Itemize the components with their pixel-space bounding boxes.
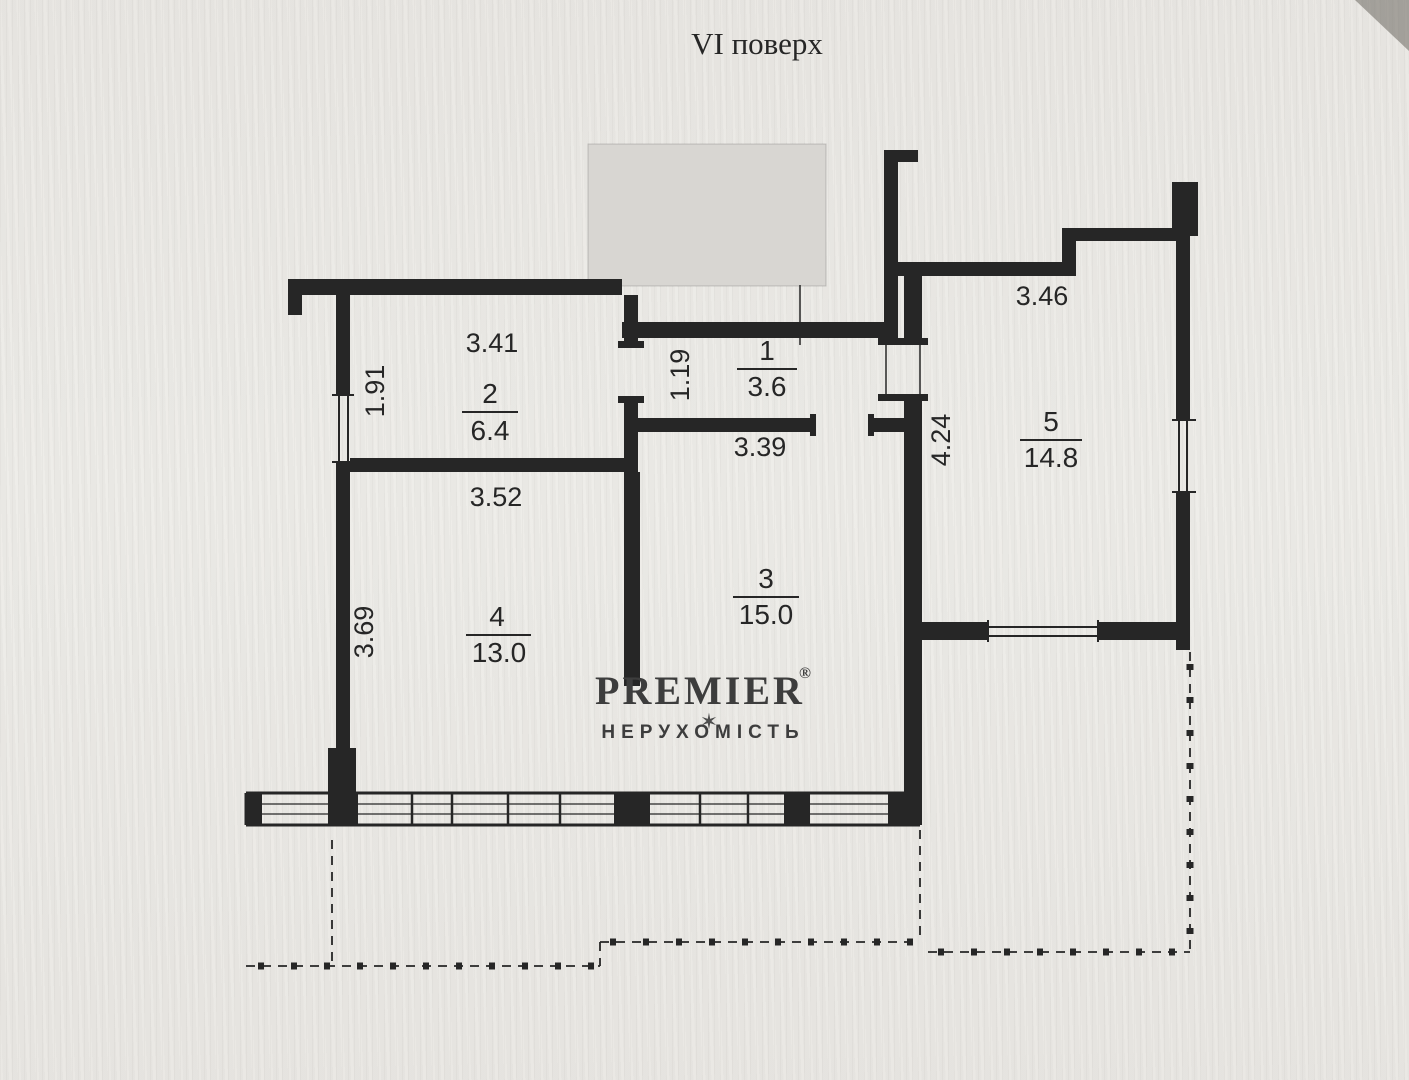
wall-segment	[288, 279, 622, 295]
wall-segment	[884, 150, 898, 338]
wall-pier	[614, 793, 650, 825]
room-area: 3.6	[748, 371, 787, 402]
wall-segment	[1176, 492, 1190, 650]
page-title: VI поверх	[691, 26, 823, 61]
wall-segment	[904, 276, 922, 338]
dim-room5-height: 4.24	[926, 414, 956, 467]
room-number: 2	[482, 378, 498, 409]
wall-segment	[336, 295, 350, 395]
wall-pier	[888, 793, 922, 825]
wall-segment	[624, 472, 640, 686]
dim-room4-height: 3.69	[349, 606, 379, 659]
dim-room2-height: 1.91	[360, 365, 390, 418]
wall-segment	[336, 462, 350, 793]
wall-segment	[1098, 622, 1190, 640]
door-jamb	[878, 394, 928, 401]
wall-segment	[884, 150, 918, 162]
wall-segment	[904, 401, 922, 793]
wall-segment	[1176, 232, 1190, 420]
room-area: 15.0	[739, 599, 794, 630]
room-label-1: 1 3.6	[737, 335, 797, 402]
watermark-brand: PREMIER	[595, 668, 805, 713]
room-area: 13.0	[472, 637, 527, 668]
wall-pier	[784, 793, 810, 825]
wall-segment	[624, 295, 638, 347]
room-label-3: 3 15.0	[733, 563, 799, 630]
door-jamb	[810, 414, 816, 436]
dim-room5-width: 3.46	[1016, 281, 1069, 311]
watermark-star-icon: ✶	[700, 709, 718, 734]
door-jamb	[618, 396, 644, 403]
dim-room1-height: 1.19	[665, 349, 695, 402]
room-number: 3	[758, 563, 774, 594]
door-jamb	[878, 338, 928, 345]
wall-segment	[896, 262, 1076, 276]
wall-segment	[350, 458, 638, 472]
wall-pier	[246, 793, 262, 825]
bottom-window-wall	[244, 791, 922, 827]
terrace-outline	[246, 652, 1194, 970]
room-area: 14.8	[1024, 442, 1079, 473]
wall-segment	[288, 279, 302, 315]
watermark-subtitle: НЕРУХОМІСТЬ	[601, 722, 804, 743]
wall-segment	[622, 322, 898, 338]
wall-segment	[1172, 182, 1198, 236]
dim-room3-width: 3.39	[734, 432, 787, 462]
wall-pier	[328, 793, 358, 825]
redaction-box	[587, 143, 827, 287]
room-area: 6.4	[471, 415, 510, 446]
wall-segment	[1062, 228, 1190, 241]
wall-segment	[922, 622, 988, 640]
room-label-2: 2 6.4	[462, 378, 518, 446]
wall-segment	[638, 418, 814, 432]
dim-room2-width: 3.41	[466, 328, 519, 358]
room-number: 1	[759, 335, 775, 366]
window-symbol	[1172, 419, 1196, 493]
room-number: 4	[489, 601, 505, 632]
door-jamb	[868, 414, 874, 436]
wall-pier	[328, 748, 356, 793]
wall-segment	[624, 403, 638, 472]
window-symbol	[987, 620, 1099, 642]
room-number: 5	[1043, 406, 1059, 437]
door-jamb	[618, 341, 644, 348]
room-label-5: 5 14.8	[1020, 406, 1082, 473]
watermark: ✶ PREMIER ® НЕРУХОМІСТЬ	[595, 665, 811, 743]
dim-room4-width: 3.52	[470, 482, 523, 512]
room-label-4: 4 13.0	[466, 601, 531, 668]
walls	[288, 150, 1198, 793]
window-symbol	[332, 394, 354, 463]
watermark-registered-mark: ®	[799, 665, 811, 682]
